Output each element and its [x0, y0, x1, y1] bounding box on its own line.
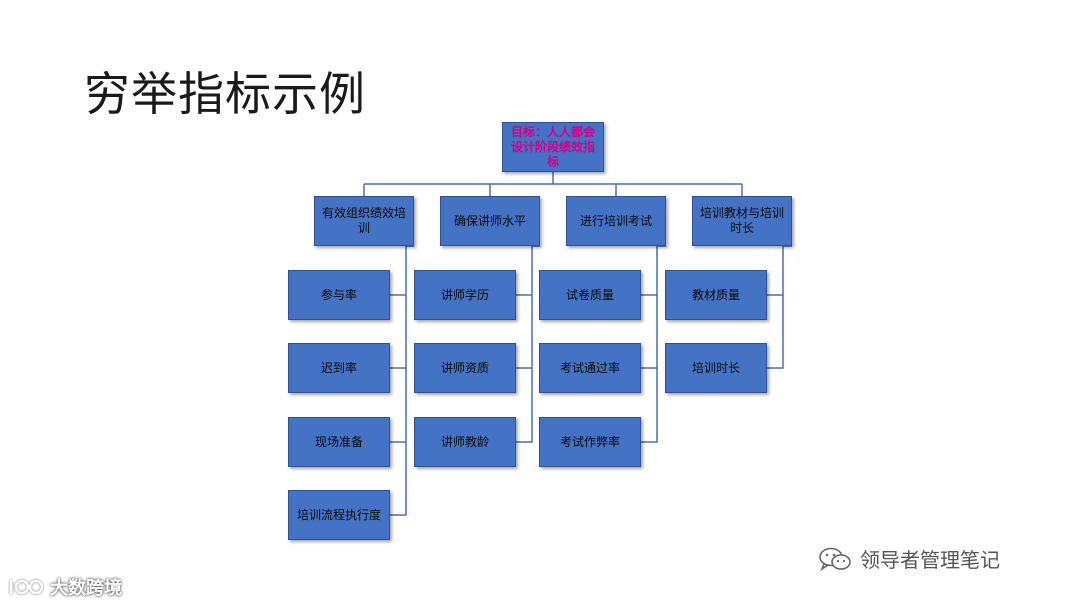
watermark-right-text: 领导者管理笔记 [860, 548, 1000, 572]
branch-node-3: 进行培训考试 [566, 196, 666, 246]
watermark-right: 领导者管理笔记 [818, 544, 1000, 573]
leaf-node: 考试通过率 [539, 343, 641, 393]
leaf-node: 参与率 [288, 270, 390, 320]
leaf-node: 试卷质量 [539, 270, 641, 320]
leaf-node: 现场准备 [288, 417, 390, 467]
wechat-icon [819, 547, 851, 571]
watermark-left: 大数跨境 [8, 574, 122, 600]
leaf-node: 讲师学历 [414, 270, 516, 320]
branch-node-1: 有效组织绩效培训 [314, 196, 414, 246]
leaf-node: 讲师教龄 [414, 417, 516, 467]
connector-spine-3 [641, 245, 666, 443]
connector-spine-1 [390, 245, 414, 516]
brand-logo-icon [9, 579, 44, 595]
page-title: 穷举指标示例 [84, 67, 366, 121]
leaf-node: 教材质量 [665, 270, 767, 320]
leaf-node: 培训时长 [665, 343, 767, 393]
leaf-node: 培训流程执行度 [288, 490, 390, 540]
branch-node-2: 确保讲师水平 [440, 196, 540, 246]
connector-spine-2 [516, 245, 540, 443]
watermark-left-text: 大数跨境 [50, 578, 122, 599]
root-node: 目标：人人都会设计阶段绩效指标 [502, 122, 604, 172]
leaf-node: 讲师资质 [414, 343, 516, 393]
leaf-node: 考试作弊率 [539, 417, 641, 467]
connector-spine-4 [767, 245, 792, 369]
branch-node-4: 培训教材与培训时长 [692, 196, 792, 246]
leaf-node: 迟到率 [288, 343, 390, 393]
